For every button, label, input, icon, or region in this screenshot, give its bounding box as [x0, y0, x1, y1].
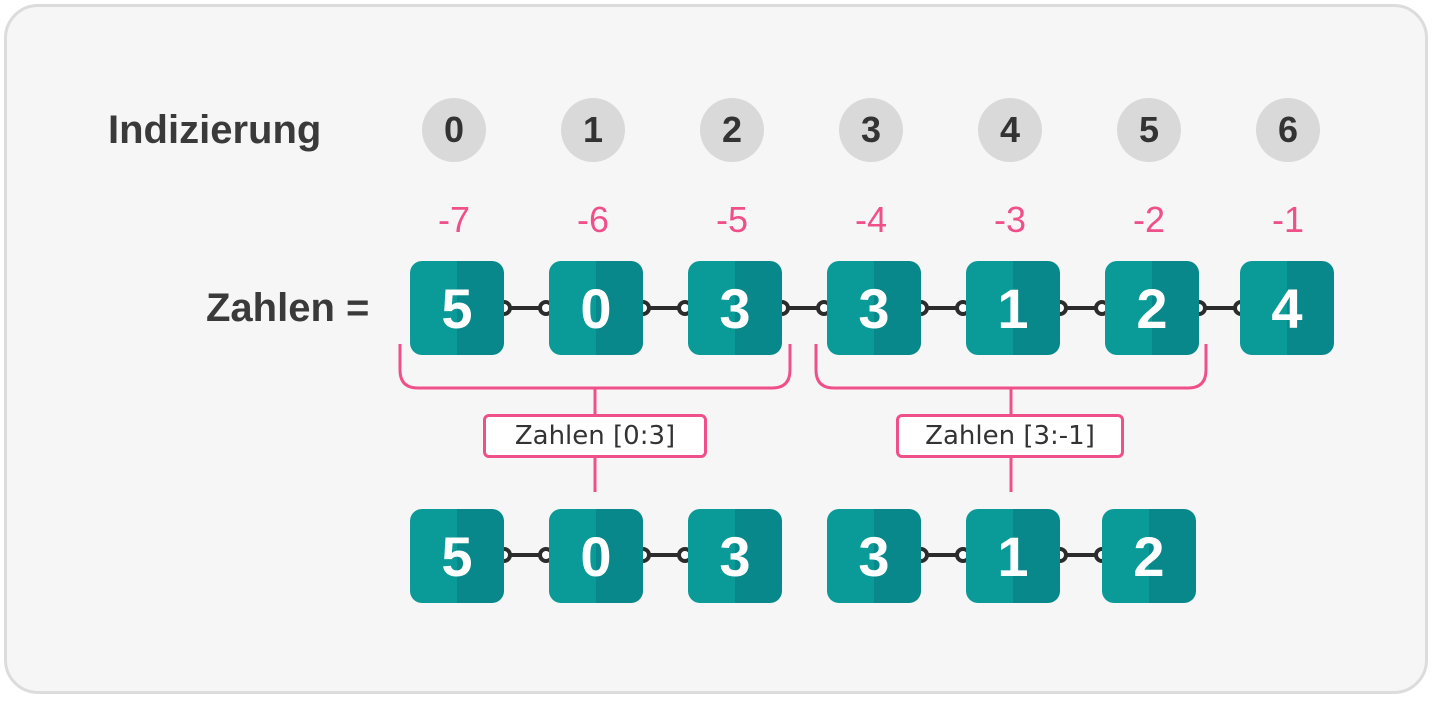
index-6: 6 — [1256, 98, 1320, 162]
array-element-0: 5 — [410, 261, 504, 355]
negative-index-6: -1 — [1271, 199, 1304, 240]
array-element-4: 1 — [966, 261, 1060, 355]
indexing-label: Indizierung — [108, 108, 322, 152]
array-element-2: 3 — [688, 261, 782, 355]
index-0: 0 — [422, 98, 486, 162]
negative-index-3: -4 — [854, 199, 887, 240]
slice-1-element-0: 5 — [410, 509, 504, 603]
array-element-1: 0 — [549, 261, 643, 355]
negative-index-0: -7 — [437, 199, 470, 240]
slice-2-element-2: 2 — [1102, 509, 1196, 603]
index-5: 5 — [1117, 98, 1181, 162]
negative-index-1: -6 — [576, 199, 609, 240]
slice-label-0-3: Zahlen [0:3] — [483, 414, 707, 458]
index-2: 2 — [700, 98, 764, 162]
negative-index-2: -5 — [715, 199, 748, 240]
slice-1-element-1: 0 — [549, 509, 643, 603]
slice-2-element-0: 3 — [827, 509, 921, 603]
array-element-6: 4 — [1240, 261, 1334, 355]
slice-label-3-neg1: Zahlen [3:-1] — [896, 414, 1124, 458]
array-name-label: Zahlen = — [206, 286, 370, 330]
index-1: 1 — [561, 98, 625, 162]
negative-index-5: -2 — [1132, 199, 1165, 240]
array-element-5: 2 — [1105, 261, 1199, 355]
array-element-3: 3 — [827, 261, 921, 355]
index-3: 3 — [839, 98, 903, 162]
index-4: 4 — [978, 98, 1042, 162]
negative-index-4: -3 — [993, 199, 1026, 240]
slice-1-element-2: 3 — [688, 509, 782, 603]
slice-2-element-1: 1 — [966, 509, 1060, 603]
